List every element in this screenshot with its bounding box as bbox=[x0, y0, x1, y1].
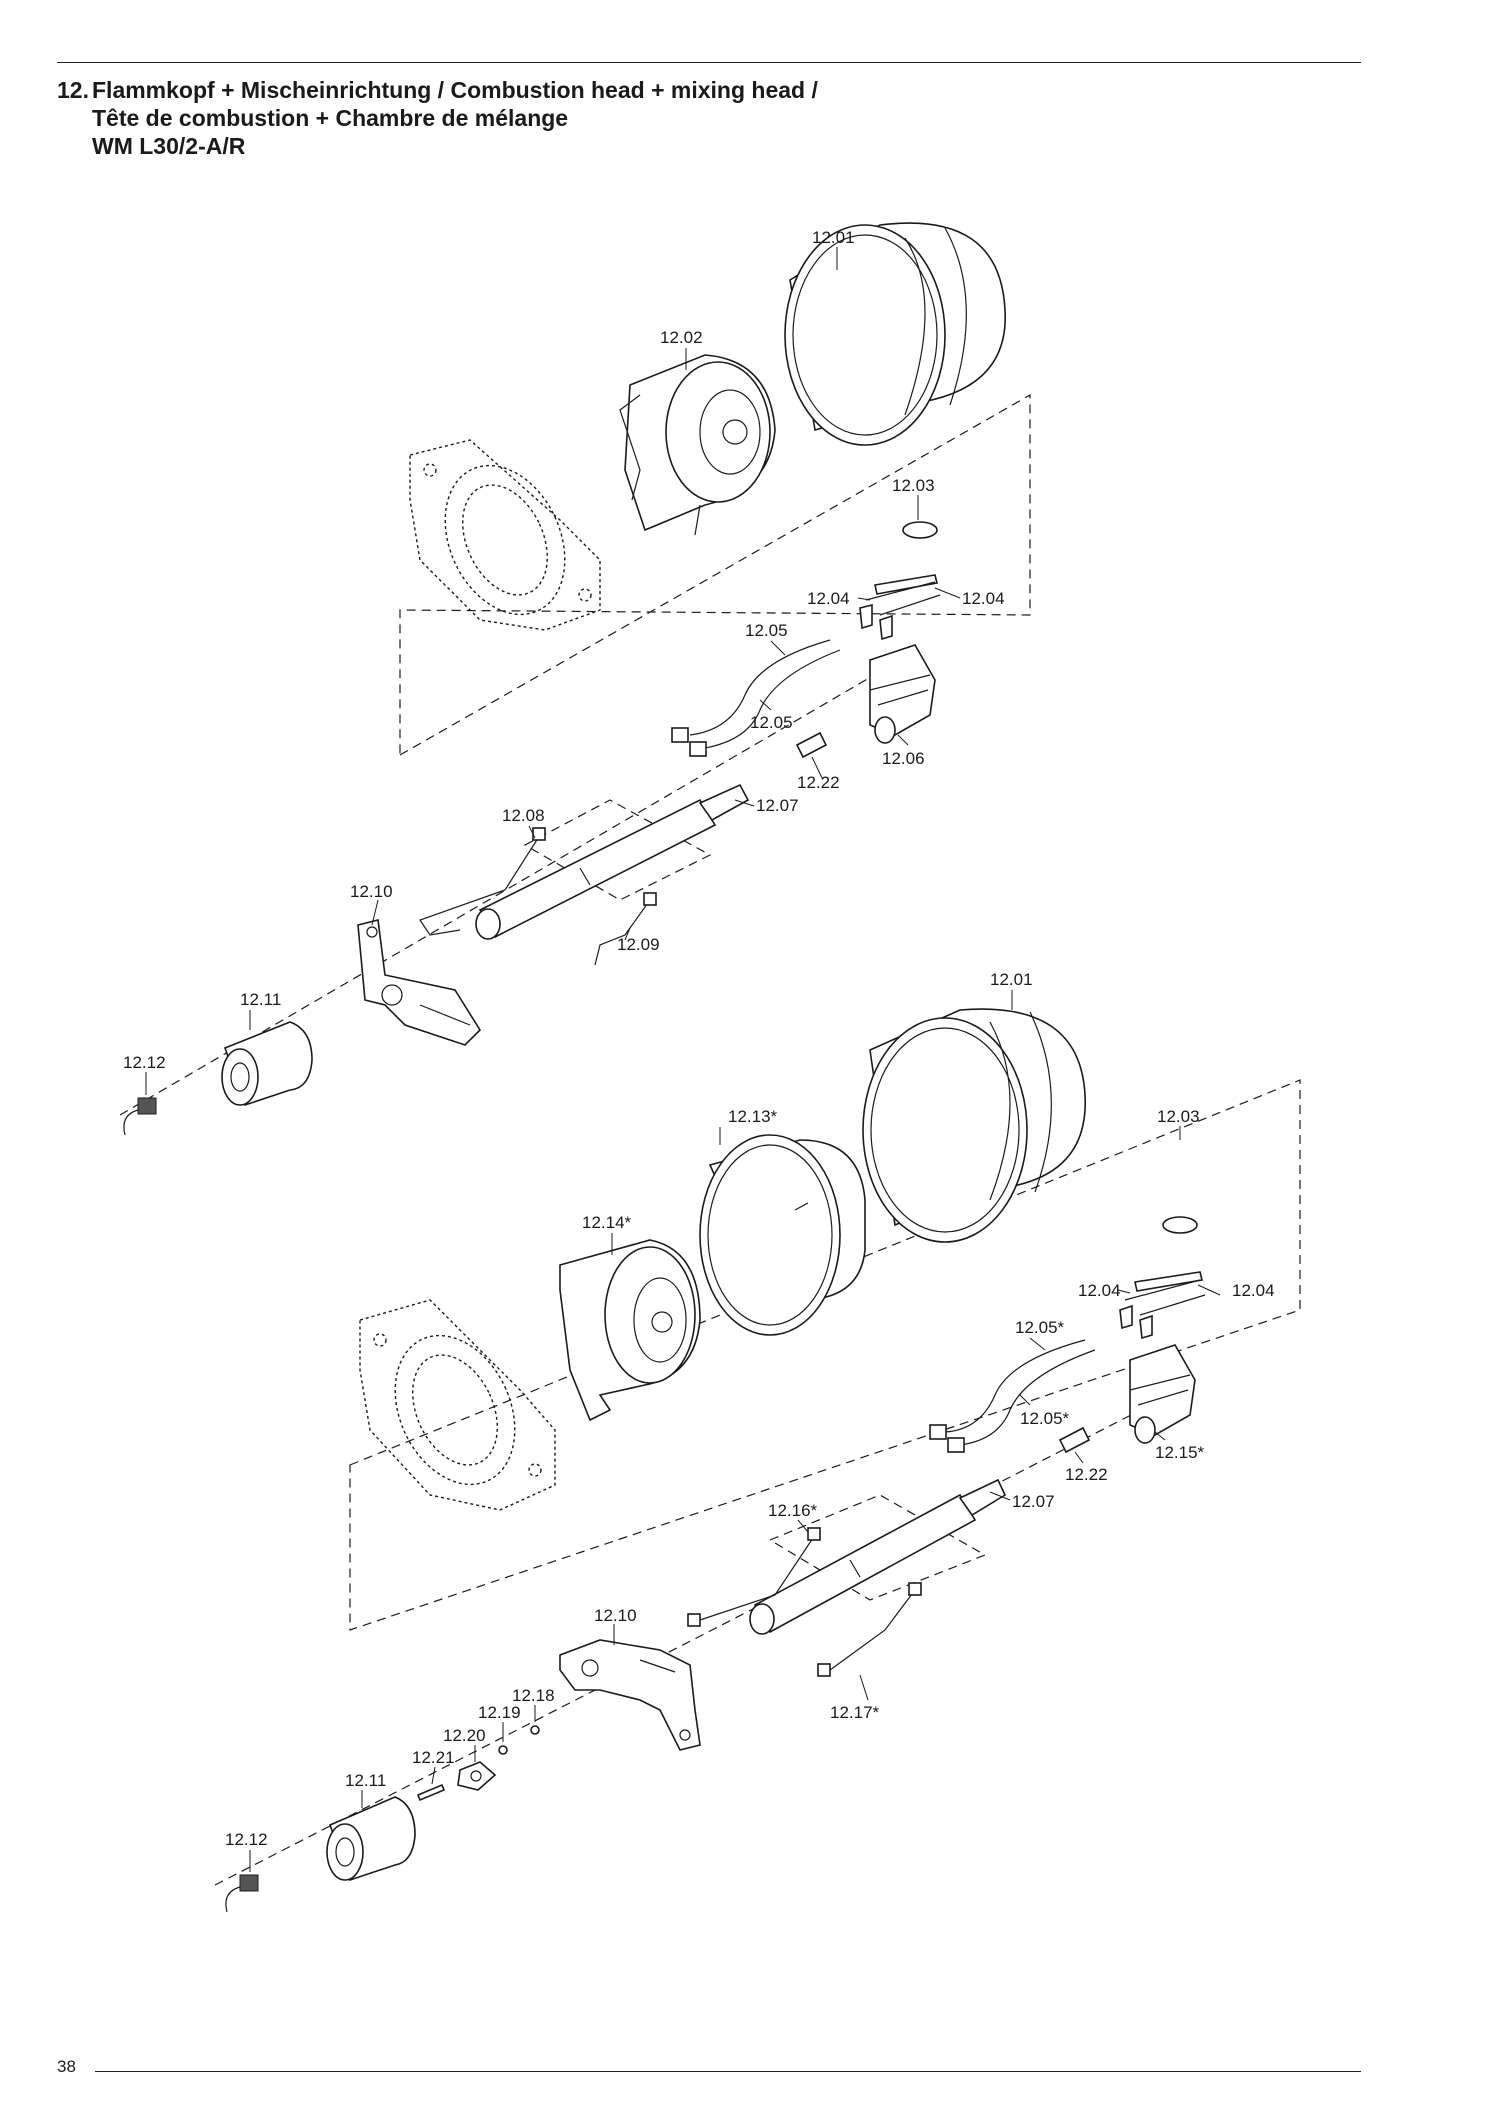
label-top-12-05-upper: 12.05 bbox=[745, 621, 788, 640]
assembly-bottom bbox=[214, 990, 1301, 1913]
top-part-12-10-bracket bbox=[357, 919, 482, 1046]
bottom-part-12-20-clamp bbox=[457, 1761, 497, 1791]
label-bottom-12-19: 12.19 bbox=[478, 1703, 521, 1722]
label-top-12-04-right: 12.04 bbox=[962, 589, 1005, 608]
bottom-axis bbox=[214, 1394, 1171, 1886]
top-part-12-05-cables bbox=[671, 639, 841, 757]
label-bottom-12-04-left: 12.04 bbox=[1078, 1281, 1121, 1300]
label-bottom-12-11: 12.11 bbox=[345, 1771, 386, 1790]
label-bottom-12-05-upper: 12.05* bbox=[1015, 1318, 1065, 1337]
top-part-12-22-nozzle bbox=[795, 731, 828, 759]
title-line-1: Flammkopf + Mischeinrichtung / Combustio… bbox=[92, 77, 818, 103]
label-bottom-12-14: 12.14* bbox=[582, 1213, 632, 1232]
bottom-part-12-07-injector-tube bbox=[749, 1478, 1007, 1635]
label-top-12-08: 12.08 bbox=[502, 806, 545, 825]
top-part-12-12-plug bbox=[123, 1097, 157, 1136]
label-bottom-12-07: 12.07 bbox=[1012, 1492, 1055, 1511]
label-bottom-12-20: 12.20 bbox=[443, 1726, 486, 1745]
label-top-12-01: 12.01 bbox=[812, 228, 855, 247]
bottom-part-12-16-line bbox=[687, 1527, 821, 1627]
label-top-12-04-left: 12.04 bbox=[807, 589, 850, 608]
bottom-part-12-01-tube bbox=[862, 1008, 1086, 1243]
top-leader-lines bbox=[145, 247, 961, 1095]
top-part-12-02-swirler bbox=[619, 354, 776, 536]
label-top-12-03: 12.03 bbox=[892, 476, 935, 495]
label-bottom-12-03: 12.03 bbox=[1157, 1107, 1200, 1126]
header-rule bbox=[57, 62, 1361, 63]
bottom-part-12-04-electrodes bbox=[1119, 1271, 1206, 1340]
bottom-part-12-11-coil bbox=[326, 1796, 416, 1882]
label-top-12-10: 12.10 bbox=[350, 882, 393, 901]
label-bottom-12-16: 12.16* bbox=[768, 1501, 818, 1520]
top-part-12-11-coil bbox=[221, 1021, 313, 1107]
label-bottom-12-10: 12.10 bbox=[594, 1606, 637, 1625]
label-top-12-07: 12.07 bbox=[756, 796, 799, 815]
bottom-labels: 12.01 12.13* 12.03 12.14* 12.04 12.04 12… bbox=[225, 970, 1275, 1849]
top-part-12-09-line bbox=[594, 892, 657, 966]
label-top-12-12: 12.12 bbox=[123, 1053, 166, 1072]
bottom-part-12-10-bracket bbox=[559, 1639, 701, 1751]
assembly-top bbox=[119, 222, 1031, 1136]
bottom-part-12-12-plug bbox=[225, 1874, 259, 1913]
label-bottom-12-01: 12.01 bbox=[990, 970, 1033, 989]
bottom-flange bbox=[359, 1299, 556, 1511]
top-flange bbox=[409, 439, 601, 631]
label-top-12-11: 12.11 bbox=[240, 990, 281, 1009]
label-bottom-12-22: 12.22 bbox=[1065, 1465, 1108, 1484]
label-bottom-12-21: 12.21 bbox=[412, 1748, 455, 1767]
label-bottom-12-04-right: 12.04 bbox=[1232, 1281, 1275, 1300]
bottom-part-12-19-washer bbox=[498, 1745, 508, 1755]
label-top-12-05-lower: 12.05 bbox=[750, 713, 793, 732]
label-bottom-12-12: 12.12 bbox=[225, 1830, 268, 1849]
label-bottom-12-15: 12.15* bbox=[1155, 1443, 1205, 1462]
top-part-12-08-line bbox=[419, 827, 546, 936]
top-part-12-06-holder bbox=[869, 644, 936, 744]
label-top-12-02: 12.02 bbox=[660, 328, 703, 347]
title-line-3: WM L30/2-A/R bbox=[92, 133, 246, 159]
top-part-12-01-tube bbox=[784, 222, 1006, 446]
page-number: 38 bbox=[57, 2057, 76, 2076]
bottom-leader-lines bbox=[249, 990, 1221, 1872]
bottom-part-12-03-disc bbox=[1162, 1216, 1198, 1234]
top-enclosure-box bbox=[399, 393, 1031, 757]
top-part-12-07-injector-tube bbox=[475, 783, 750, 940]
bottom-part-12-17-line bbox=[817, 1582, 922, 1677]
top-part-12-04-electrodes bbox=[859, 574, 941, 641]
bottom-part-12-05-cables bbox=[929, 1339, 1096, 1453]
bottom-part-12-14-swirler bbox=[559, 1239, 701, 1422]
label-top-12-22: 12.22 bbox=[797, 773, 840, 792]
bottom-part-12-22-nozzle bbox=[1058, 1426, 1091, 1454]
footer-rule bbox=[95, 2071, 1361, 2072]
label-bottom-12-05-lower: 12.05* bbox=[1020, 1409, 1070, 1428]
top-part-12-03-disc bbox=[902, 521, 938, 539]
top-labels: 12.01 12.02 12.03 12.04 12.04 12.05 12.0… bbox=[123, 228, 1005, 1072]
label-bottom-12-17: 12.17* bbox=[830, 1703, 880, 1722]
bottom-part-12-13-tube bbox=[699, 1134, 866, 1336]
title-line-2: Tête de combustion + Chambre de mélange bbox=[92, 105, 569, 131]
label-bottom-12-18: 12.18 bbox=[512, 1686, 555, 1705]
bottom-injector-box bbox=[768, 1494, 987, 1601]
bottom-part-12-15-holder bbox=[1129, 1344, 1196, 1444]
section-number: 12. bbox=[57, 77, 89, 103]
label-bottom-12-13: 12.13* bbox=[728, 1107, 778, 1126]
page-title: 12.Flammkopf + Mischeinrichtung / Combus… bbox=[57, 76, 818, 160]
bottom-part-12-21-pin bbox=[416, 1783, 446, 1802]
label-top-12-06: 12.06 bbox=[882, 749, 925, 768]
label-top-12-09: 12.09 bbox=[617, 935, 660, 954]
bottom-part-12-18-nut bbox=[530, 1725, 540, 1735]
